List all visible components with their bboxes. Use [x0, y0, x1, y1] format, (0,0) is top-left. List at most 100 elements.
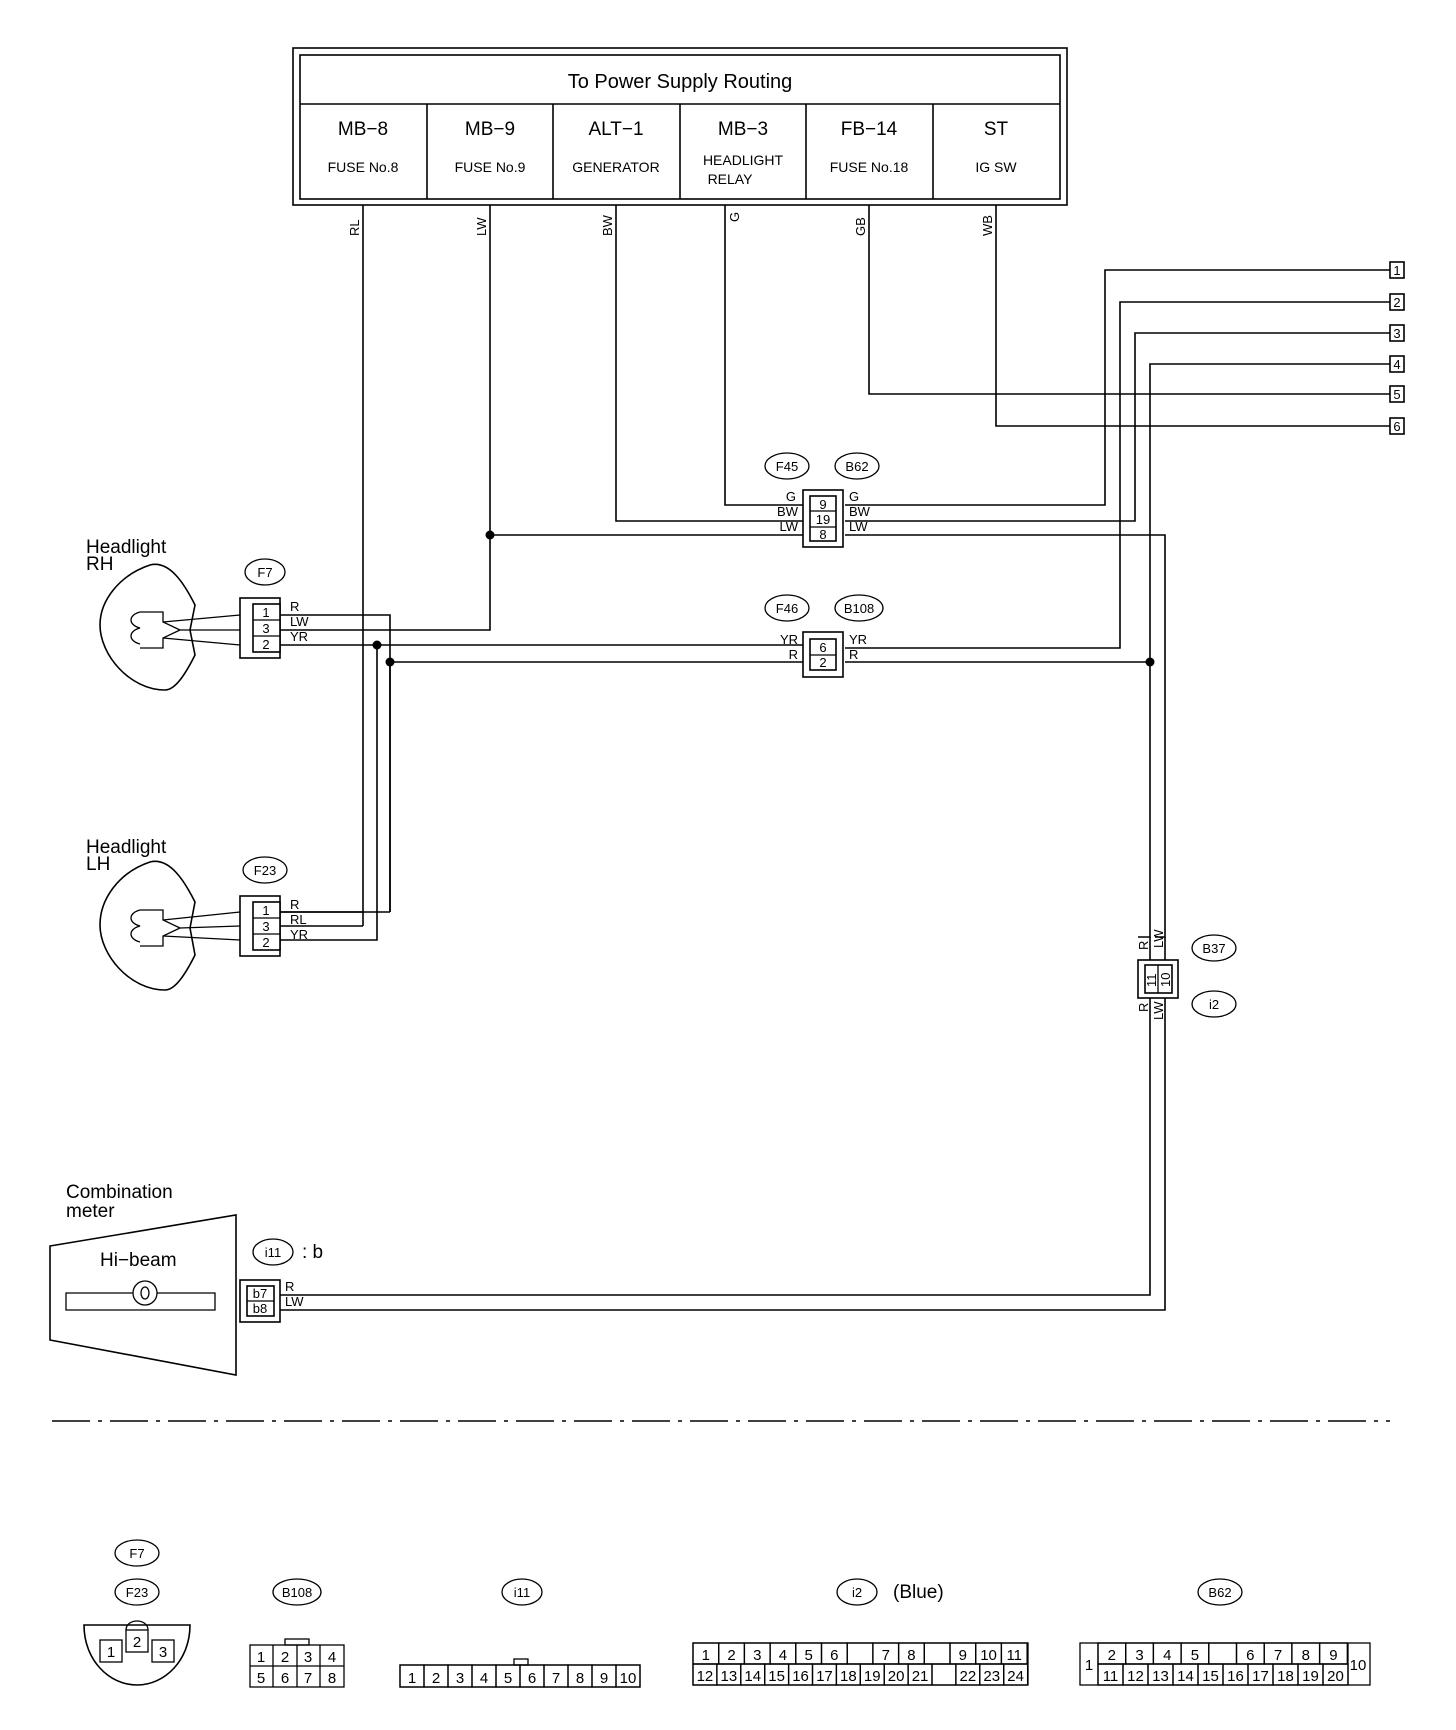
- wire-bw-label: BW: [600, 214, 615, 236]
- i11-pin-b7: b7: [253, 1286, 267, 1301]
- b62-face-bottom-cell: [1322, 1663, 1349, 1686]
- connector-f23: F23 1 3 2 R RL YR: [239, 856, 308, 957]
- combination-meter: Combination meter Hi−beam: [49, 1182, 237, 1376]
- f23-pin-1: 1: [262, 903, 269, 918]
- terminal-4: 4: [1393, 357, 1400, 372]
- i11-face-pin-label: 1: [408, 1670, 416, 1687]
- power-box-title: To Power Supply Routing: [568, 71, 793, 93]
- b108-right-r: R: [849, 647, 858, 662]
- f45-left-lw: LW: [779, 519, 798, 534]
- fb14-desc: FUSE No.18: [830, 159, 909, 175]
- i2-face-bottom-pin-label: 13: [721, 1668, 738, 1685]
- i2-face-bottom-pin-label: 16: [792, 1668, 809, 1685]
- i11-face-pin-label: 9: [600, 1670, 608, 1687]
- i2-face-top-pin-label: 10: [980, 1647, 997, 1664]
- b62-face-top-pin-label: 6: [1246, 1647, 1254, 1664]
- legend-i2-tag: i2: [852, 1585, 862, 1600]
- b37-pin-11: 11: [1144, 974, 1159, 988]
- b62-face-bottom-pin-label: 18: [1277, 1668, 1294, 1685]
- i11-pin-b8: b8: [253, 1301, 267, 1316]
- i2-face-bottom-pin-label: 15: [768, 1668, 785, 1685]
- headlight-lh: Headlight LH: [86, 837, 241, 991]
- terminal-2: 2: [1393, 295, 1400, 310]
- i2-face-top-pin-label: 4: [779, 1647, 787, 1664]
- f46-left-r: R: [789, 647, 798, 662]
- connector-f46-b108: F46 B108 6 2 YR R YR R: [764, 594, 884, 678]
- b108-face-8: 8: [328, 1670, 336, 1687]
- i2-face-top-pin-label: 1: [702, 1647, 710, 1664]
- headlight-rh: Headlight RH: [86, 537, 241, 691]
- i2-face-bottom-pin-label: 20: [888, 1668, 905, 1685]
- b37-pin-10: 10: [1158, 973, 1173, 987]
- b108-face-3: 3: [304, 1649, 312, 1666]
- b62-face-bottom-pin-label: 19: [1302, 1668, 1319, 1685]
- st-desc: IG SW: [975, 159, 1017, 175]
- wire-lw-label: LW: [474, 217, 489, 236]
- b62-face-bottom-pin-label: 17: [1252, 1668, 1269, 1685]
- i11-wire-lw: LW: [285, 1294, 304, 1309]
- b62-right-lw: LW: [849, 519, 868, 534]
- f45-pin-9: 9: [819, 497, 826, 512]
- i2-face-top-pin-label: 8: [907, 1647, 915, 1664]
- legend-b62-tag: B62: [1208, 1585, 1231, 1600]
- mb8-code: MB−8: [338, 119, 388, 140]
- b62-face-top-pin-label: 3: [1135, 1647, 1143, 1664]
- f45-tag: F45: [776, 459, 798, 474]
- mb9-code: MB−9: [465, 119, 515, 140]
- b108-face-2: 2: [281, 1649, 289, 1666]
- alt1-code: ALT−1: [588, 119, 643, 140]
- supply-wire-labels: RL LW BW G GB WB: [347, 212, 995, 236]
- alt1-desc: GENERATOR: [572, 159, 659, 175]
- headlight-lh-side: LH: [86, 854, 110, 875]
- i2-face-bottom-pin-label: 23: [983, 1668, 1000, 1685]
- i11-face-pin-label: 10: [620, 1670, 637, 1687]
- f45-left-g: G: [786, 489, 796, 504]
- i2-bottom-r: R: [1136, 1003, 1151, 1012]
- i2-face-top-pin-label: 7: [882, 1647, 890, 1664]
- b62-tag: B62: [845, 459, 868, 474]
- headlight-rh-label: Headlight: [86, 537, 167, 558]
- f7-wire-lw: LW: [290, 614, 309, 629]
- i2-face-bottom-cell: [1003, 1663, 1029, 1686]
- b62-face-top-pin-label: 5: [1191, 1647, 1199, 1664]
- hi-beam-label: Hi−beam: [100, 1250, 177, 1271]
- terminal-1: 1: [1393, 263, 1400, 278]
- i2-face-top-pin-label: 9: [959, 1647, 967, 1664]
- i11-face-pin-label: 6: [528, 1670, 536, 1687]
- combination-meter-label: Combination: [66, 1182, 173, 1203]
- terminal-markers: 1 2 3 4 5 6: [1389, 261, 1405, 435]
- b62-face-bottom-pin-label: 11: [1103, 1668, 1119, 1685]
- i11-face-pin-label: 7: [552, 1670, 560, 1687]
- f7-pin-2: 2: [262, 637, 269, 652]
- f23-pin-2: 2: [262, 935, 269, 950]
- f45-pin-19: 19: [816, 512, 830, 527]
- f23-wire-yr: YR: [290, 927, 308, 942]
- f23-tag: F23: [254, 863, 276, 878]
- legend-b108: B108 1 2 3 4 5 6 7 8: [249, 1578, 345, 1688]
- f7-pin-3: 3: [262, 621, 269, 636]
- b62-face-bottom-pin-label: 13: [1152, 1668, 1169, 1685]
- b62-face-top-pin-label: 7: [1274, 1647, 1282, 1664]
- b108-right-yr: YR: [849, 632, 867, 647]
- i2-face-bottom-pin-label: 17: [816, 1668, 833, 1685]
- f7-wire-yr: YR: [290, 629, 308, 644]
- legend-i2-color: (Blue): [893, 1582, 944, 1603]
- legend-i11-tag: i11: [514, 1585, 530, 1600]
- b62-face-top-pin-label: 8: [1302, 1647, 1310, 1664]
- i2-face-top-pin-label: 3: [753, 1647, 761, 1664]
- wires: [253, 205, 1390, 1311]
- connector-f45-b62: F45 B62 9 19 8 G BW LW G BW LW: [764, 452, 880, 548]
- i2-face-bottom-cell: [931, 1663, 957, 1686]
- legend-f7-pin-2: 2: [133, 1634, 141, 1651]
- i11-face-pin-label: 4: [480, 1670, 488, 1687]
- b62-face-top-cell: [1208, 1642, 1238, 1665]
- b62-face-10: 10: [1350, 1657, 1367, 1674]
- b37-top-r: R: [1136, 941, 1151, 950]
- wire-rl-label: RL: [347, 219, 362, 236]
- f45-pin-8: 8: [819, 527, 826, 542]
- terminal-5: 5: [1393, 387, 1400, 402]
- terminal-3: 3: [1393, 326, 1400, 341]
